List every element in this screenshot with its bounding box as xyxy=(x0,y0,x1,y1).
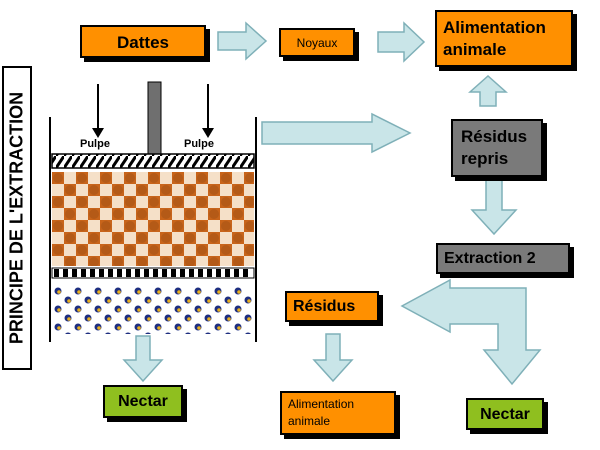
arrow-noyaux-to-alimentation xyxy=(377,21,426,63)
nectar-left-box: Nectar xyxy=(103,385,183,418)
extraction-2-label: Extraction 2 xyxy=(444,250,536,267)
nectar-right-label: Nectar xyxy=(480,406,530,423)
nectar-right-box: Nectar xyxy=(466,398,544,430)
residus-repris-line2: repris xyxy=(461,149,509,168)
noyaux-label: Noyaux xyxy=(296,36,338,50)
press-piston xyxy=(147,81,162,155)
alimentation-animale-top-box: Alimentation animale xyxy=(435,10,573,67)
alimentation-animale-bottom-box: Alimentation animale xyxy=(280,391,396,435)
filter-band xyxy=(51,267,255,279)
press-plate xyxy=(51,153,255,169)
residus-repris-line1: Résidus xyxy=(461,127,528,146)
arrow-residus-to-alimentation-bottom xyxy=(312,333,354,383)
residus-label: Résidus xyxy=(293,298,356,315)
arrow-residus-to-extraction xyxy=(470,179,518,236)
vertical-title: PRINCIPE DE L'EXTRACTION xyxy=(2,66,32,370)
arrow-press-to-nectar xyxy=(122,335,164,383)
date-pulp-layer xyxy=(52,172,254,266)
arrow-bent-extraction-to-residus-and-nectar xyxy=(400,278,542,386)
flow-arrows xyxy=(122,21,542,386)
pulpe-label-right: Pulpe xyxy=(184,138,214,150)
arrow-press-to-residus xyxy=(261,112,412,154)
residus-box: Résidus xyxy=(285,291,379,322)
arrow-residus-to-alimentation xyxy=(468,74,508,107)
alimentation-top-line2: animale xyxy=(443,40,507,59)
pulpe-label-left: Pulpe xyxy=(80,138,110,150)
dattes-label: Dattes xyxy=(117,33,169,52)
extraction-2-box: Extraction 2 xyxy=(436,243,570,274)
dattes-box: Dattes xyxy=(80,25,206,58)
seeds-layer xyxy=(52,286,254,334)
arrow-dattes-to-noyaux xyxy=(217,21,268,61)
alimentation-bottom-line2: animale xyxy=(288,414,331,428)
vertical-title-text: PRINCIPE DE L'EXTRACTION xyxy=(6,91,27,345)
press xyxy=(49,81,257,342)
noyaux-box: Noyaux xyxy=(279,28,355,57)
alimentation-bottom-line1: Alimentation xyxy=(288,397,355,411)
alimentation-top-line1: Alimentation xyxy=(443,18,546,37)
nectar-left-label: Nectar xyxy=(118,393,168,410)
residus-repris-box: Résidus repris xyxy=(451,119,543,177)
